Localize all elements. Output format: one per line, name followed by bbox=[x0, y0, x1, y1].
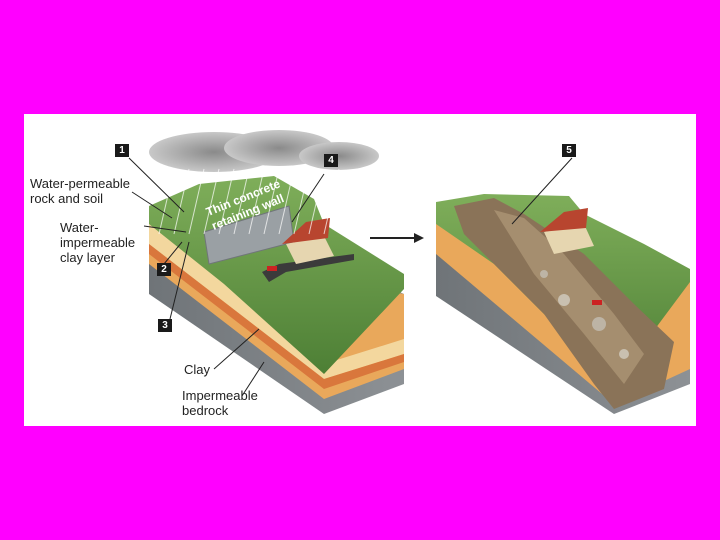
arrow-right-icon bbox=[370, 233, 424, 243]
label-bedrock: Impermeable bedrock bbox=[182, 388, 258, 418]
label-clay: Clay bbox=[184, 362, 210, 377]
rain-cloud-icon bbox=[149, 130, 379, 172]
after-slope-block bbox=[436, 158, 690, 414]
diagram-panel: 1 2 3 4 5 Water-permeable rock and soil … bbox=[24, 114, 696, 426]
marker-5: 5 bbox=[562, 144, 576, 157]
label-permeable-rock-soil: Water-permeable rock and soil bbox=[30, 176, 130, 206]
marker-2: 2 bbox=[157, 263, 171, 276]
marker-4: 4 bbox=[324, 154, 338, 167]
marker-3: 3 bbox=[158, 319, 172, 332]
marker-1: 1 bbox=[115, 144, 129, 157]
before-slope-block bbox=[149, 176, 404, 414]
landslide-illustration bbox=[24, 114, 696, 426]
label-impermeable-clay: Water- impermeable clay layer bbox=[60, 220, 135, 265]
